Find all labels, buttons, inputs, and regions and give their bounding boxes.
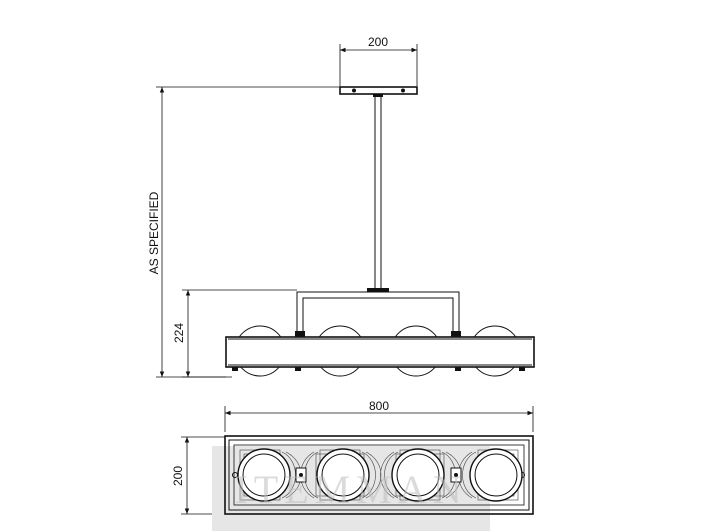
frame-bracket — [296, 291, 460, 333]
watermark-text: ITEMMAN — [234, 467, 467, 512]
body-depth-label: 200 — [171, 466, 185, 486]
body-length-dimension: 800 — [224, 399, 534, 432]
overall-height-dimension: AS SPECIFIED — [147, 86, 340, 378]
body-length-label: 800 — [369, 399, 389, 413]
spot-heads-plan — [237, 448, 523, 502]
body-height-label: 224 — [172, 323, 186, 343]
suspension-rod — [367, 94, 389, 292]
overall-height-label: AS SPECIFIED — [147, 191, 161, 274]
mount-width-dimension: 200 — [339, 35, 418, 86]
body-height-dimension: 224 — [172, 289, 297, 378]
fixture-plan-view — [224, 435, 534, 515]
mount-width-label: 200 — [368, 35, 388, 49]
fixture-body-side — [225, 331, 535, 371]
ceiling-canopy — [339, 86, 418, 95]
